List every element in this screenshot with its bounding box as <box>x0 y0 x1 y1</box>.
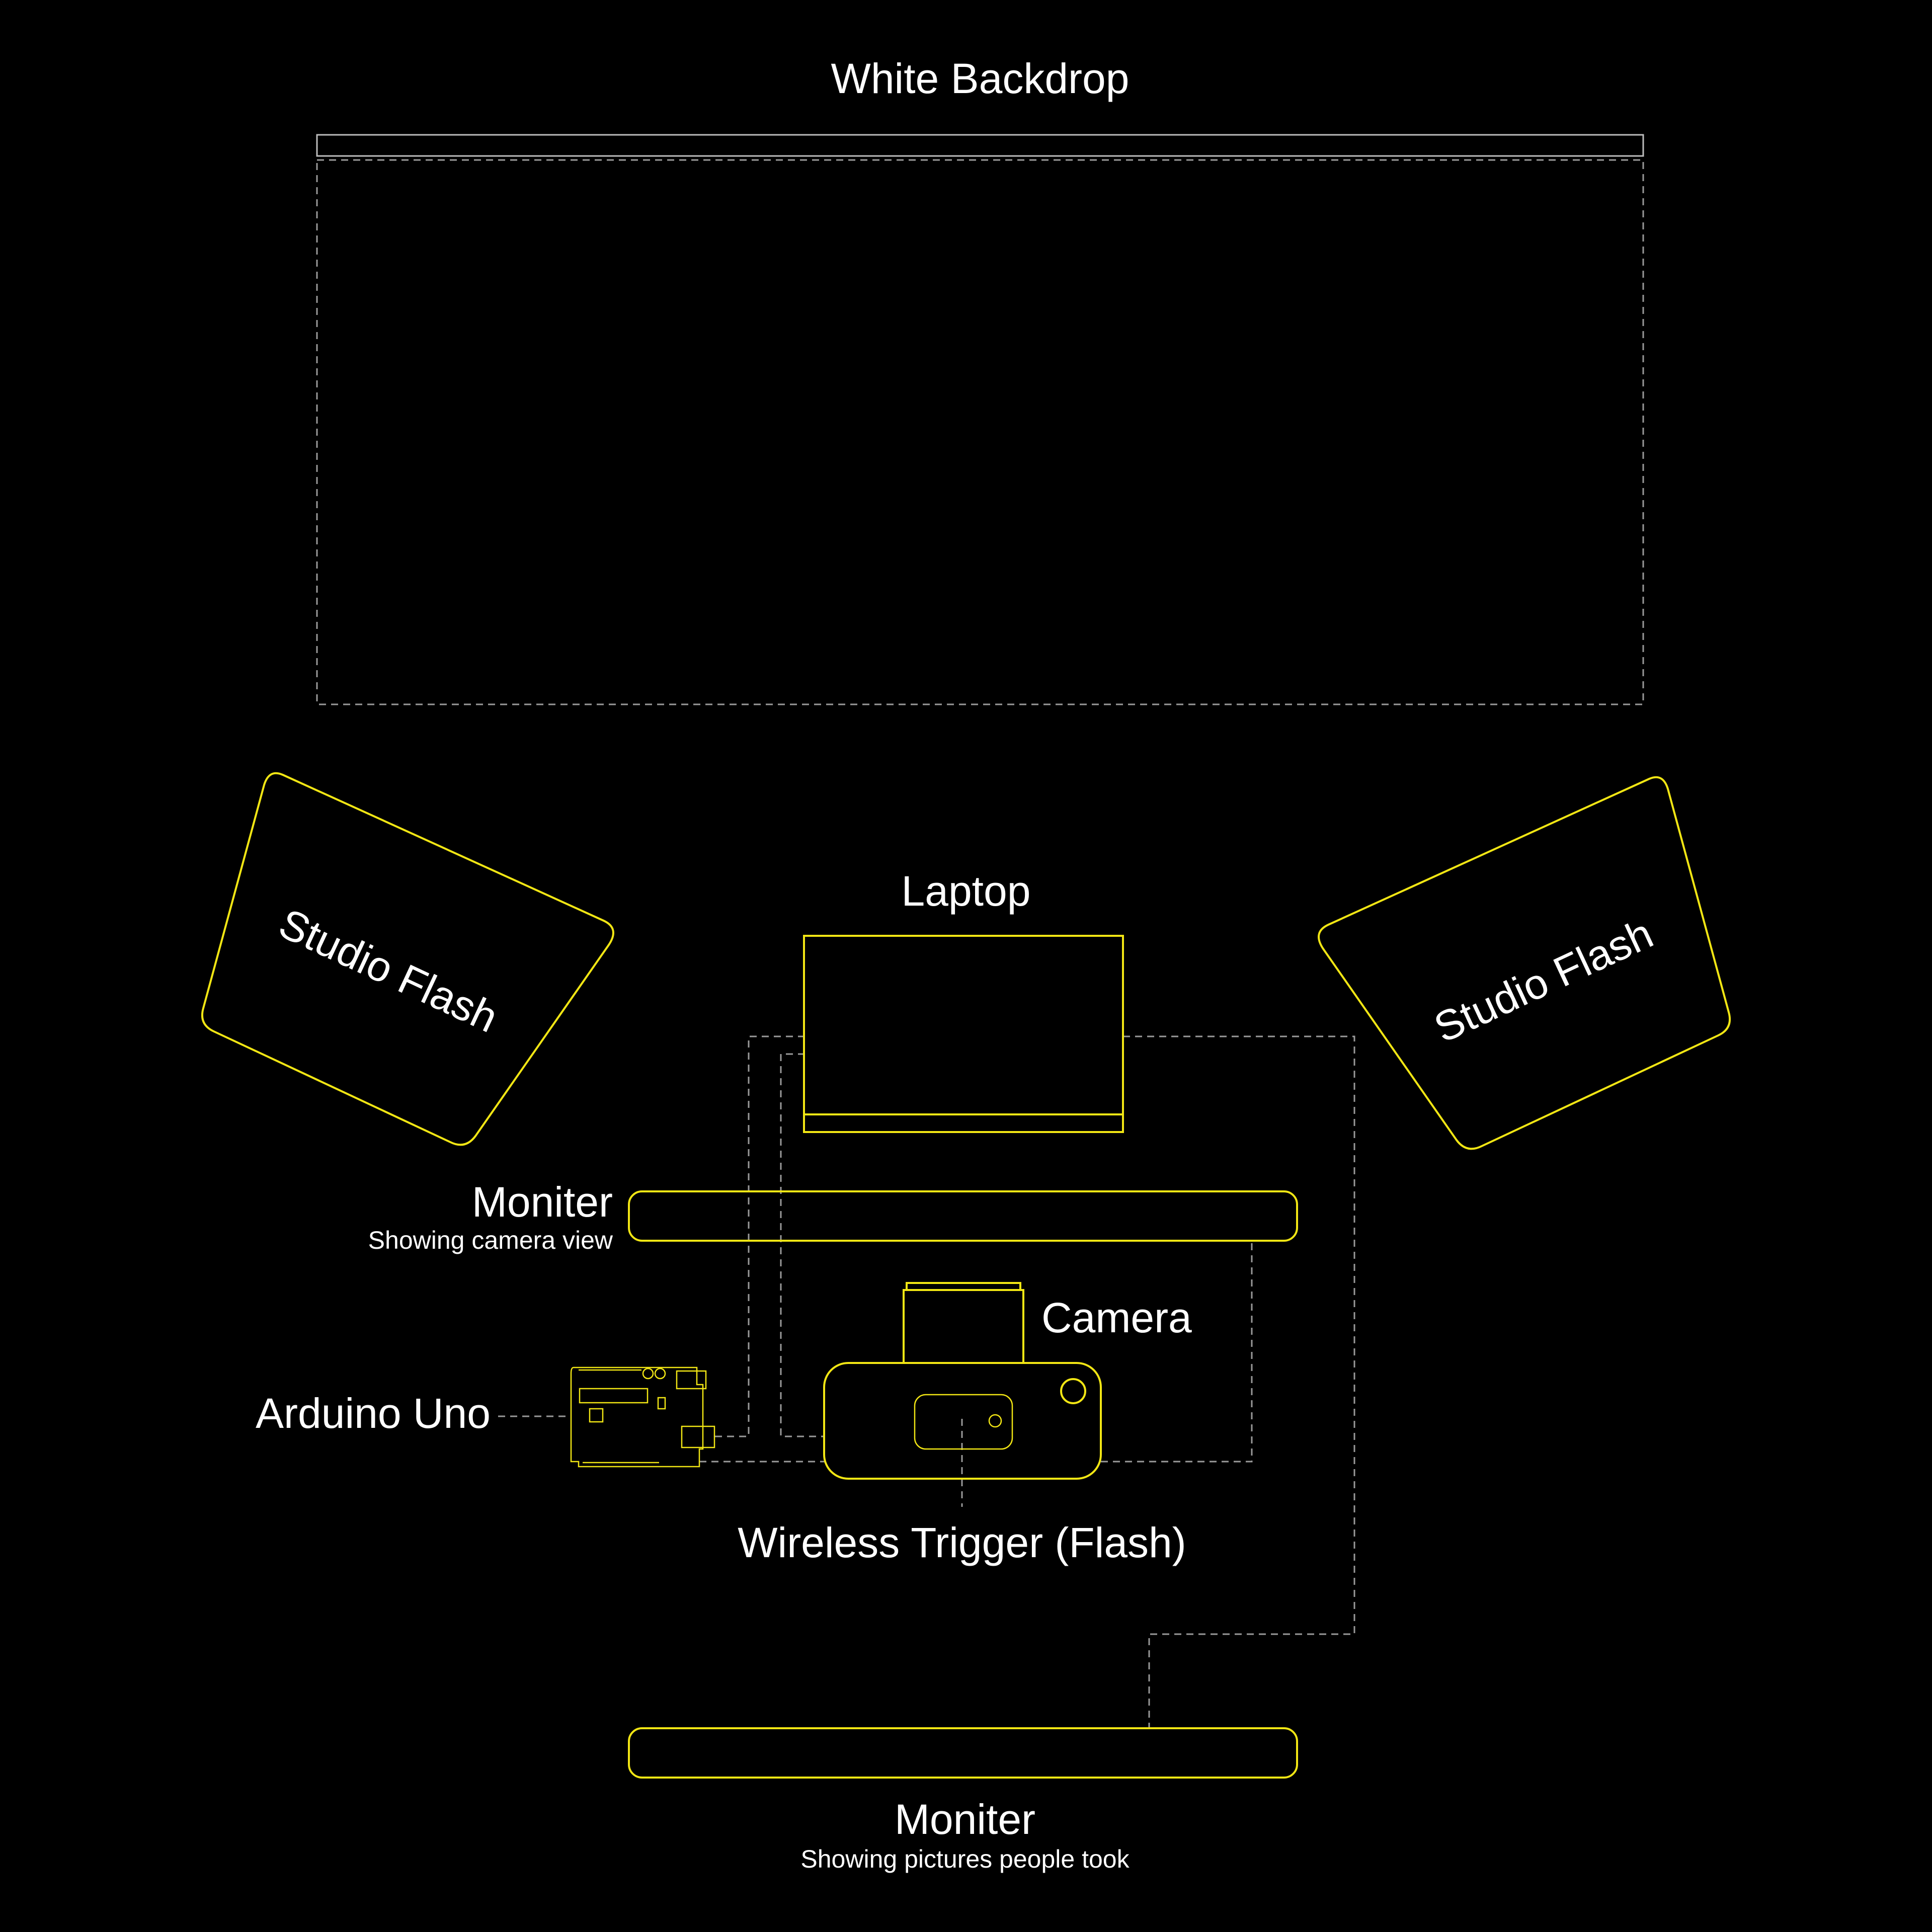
white-backdrop <box>316 134 1644 705</box>
monitor-bottom-label: Moniter <box>895 1796 1035 1843</box>
flash-left-outline <box>201 772 614 1146</box>
studio-flash-left: Studio Flash <box>201 772 614 1146</box>
camera-to-top-monitor-line <box>1101 1240 1253 1463</box>
studio-flash-right: Studio Flash <box>1318 776 1731 1150</box>
connection-lines <box>498 1035 1355 1728</box>
flash-left-label: Studio Flash <box>272 899 505 1041</box>
monitor-top-sublabel: Showing camera view <box>368 1226 613 1254</box>
camera-lens-cap <box>906 1282 1021 1291</box>
arduino-usb-port <box>681 1425 715 1448</box>
laptop-to-bottom-monitor-line <box>1123 1035 1355 1728</box>
flash-right-outline <box>1318 776 1731 1150</box>
backdrop-label: White Backdrop <box>831 55 1130 102</box>
monitor-top-label: Moniter <box>472 1178 613 1226</box>
backdrop-bar <box>316 134 1644 157</box>
monitor-bottom <box>628 1727 1298 1779</box>
arduino-label: Arduino Uno <box>256 1390 491 1437</box>
camera-body <box>823 1362 1102 1480</box>
arduino-outline <box>570 1366 704 1468</box>
laptop <box>803 935 1124 1133</box>
camera-lens <box>903 1289 1024 1364</box>
arduino-chip <box>579 1388 649 1404</box>
trigger-label: Wireless Trigger (Flash) <box>738 1519 1186 1566</box>
arduino-small-part <box>657 1397 666 1410</box>
arduino-reset-button <box>589 1408 604 1423</box>
monitor-top <box>628 1190 1298 1242</box>
laptop-label: Laptop <box>902 867 1031 915</box>
laptop-keyboard <box>803 1113 1124 1133</box>
flash-right-label: Studio Flash <box>1427 909 1660 1052</box>
camera-label: Camera <box>1041 1294 1192 1341</box>
camera <box>823 1282 1102 1480</box>
monitor-bottom-sublabel: Showing pictures people took <box>800 1845 1130 1873</box>
arduino-capacitor-1 <box>642 1367 654 1380</box>
arduino-board <box>570 1366 715 1468</box>
trigger-unit <box>914 1394 1013 1450</box>
arduino-capacitor-2 <box>654 1367 666 1380</box>
laptop-to-camera-line <box>780 1053 825 1437</box>
trigger-led <box>988 1414 1002 1428</box>
backdrop-area <box>316 159 1644 705</box>
laptop-to-arduino-line <box>714 1035 805 1437</box>
laptop-screen <box>803 935 1124 1115</box>
arduino-power-jack <box>676 1370 707 1390</box>
camera-shutter-button <box>1060 1378 1086 1404</box>
